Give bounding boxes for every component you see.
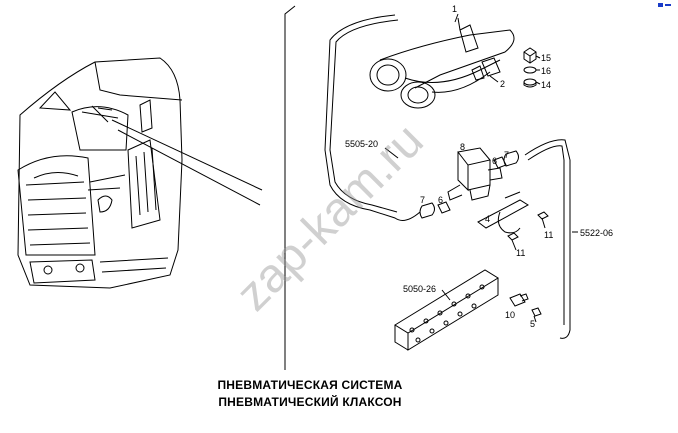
callout-10: 10: [505, 310, 515, 320]
part-ref-5522-06: 5522-06: [580, 228, 613, 238]
callout-11-lower: 11: [516, 248, 525, 258]
bracket-4: [477, 191, 529, 234]
fitting-10: [509, 293, 529, 307]
leader-line: [111, 119, 263, 191]
callout-1: 1: [452, 4, 457, 14]
nut-15: [523, 47, 537, 64]
divider-line: [284, 5, 296, 370]
callout-6-left: 6: [438, 195, 443, 205]
manifold-5050-26: [394, 269, 499, 351]
callout-8: 8: [460, 142, 465, 152]
callout-7-right: 7: [504, 150, 509, 160]
solenoid-valve-8: [447, 147, 503, 201]
air-horn-assembly: [369, 17, 515, 109]
callout-4: 4: [485, 214, 490, 224]
pipe-5505-20: [324, 14, 421, 221]
callout-5: 5: [530, 319, 535, 329]
washer-16: [523, 66, 537, 74]
truck-cab-drawing: [17, 57, 183, 289]
callout-16: 16: [541, 66, 551, 76]
corner-mark: [658, 3, 671, 7]
callout-15: 15: [541, 53, 551, 63]
fitting-7-left: [419, 202, 435, 219]
diagram-title-line2: ПНЕВМАТИЧЕСКИЙ КЛАКСОН: [218, 395, 402, 409]
bolt-11-upper: [537, 211, 549, 229]
pipe-5522-06: [524, 139, 571, 339]
leader-line: [117, 129, 261, 206]
bolt-11-lower: [507, 232, 519, 251]
diagram-title-line1: ПНЕВМАТИЧЕСКАЯ СИСТЕМА: [217, 378, 403, 392]
washer-14: [523, 78, 537, 86]
fitting-6-left: [437, 201, 451, 214]
fitting-7-right: [503, 150, 519, 167]
part-ref-5050-26: 5050-26: [403, 284, 436, 294]
fitting-5: [531, 307, 542, 323]
callout-2: 2: [500, 79, 505, 89]
part-ref-5505-20: 5505-20: [345, 139, 378, 149]
callout-14: 14: [541, 80, 551, 90]
fitting-6-right: [493, 156, 507, 169]
callout-6-right: 6: [492, 156, 497, 166]
callout-7-left: 7: [420, 195, 425, 205]
callout-11-upper: 11: [544, 230, 553, 240]
